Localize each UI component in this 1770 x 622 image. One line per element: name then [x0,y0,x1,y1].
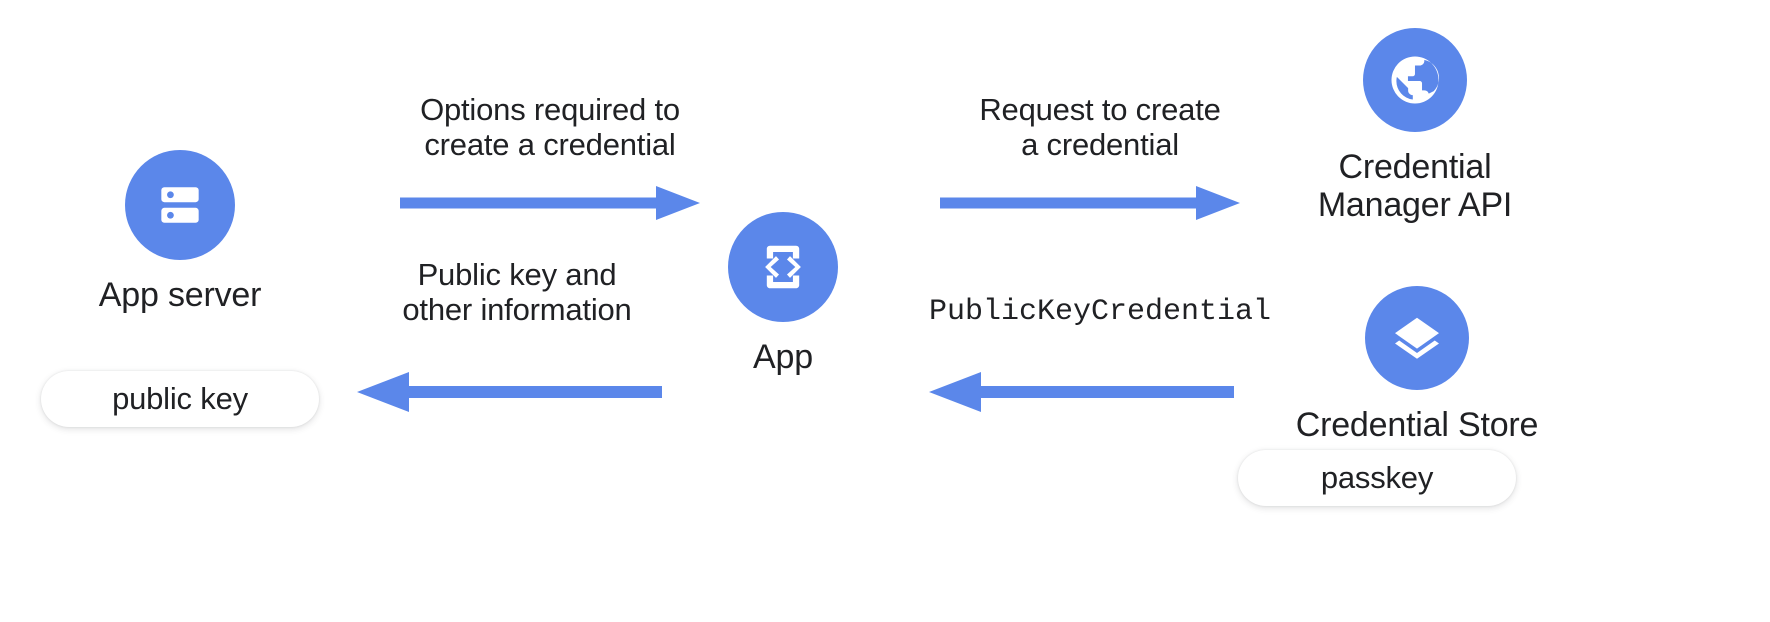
node-app-server: App server [60,150,300,314]
arrow-public-key-credential [929,370,1234,414]
node-label-app: App [753,338,813,376]
app-icon-circle [728,212,838,322]
layers-icon [1388,309,1446,367]
pill-passkey: passkey [1238,450,1516,506]
node-app: App [690,212,876,376]
pill-public-key-text: public key [112,381,248,416]
pill-passkey-text: passkey [1320,460,1434,495]
globe-icon [1385,50,1445,110]
arrow-request-to-create [940,183,1240,223]
node-label-credential-store: Credential Store [1295,406,1539,444]
mobile-code-icon [754,238,812,296]
arrow-options-required [400,183,700,223]
arrow-label-public-key-and-other-information: Public key and other information [402,257,632,328]
node-label-app-server: App server [98,276,262,314]
node-label-credential-manager-api: Credential Manager API [1317,148,1513,225]
node-credential-store: Credential Store [1292,286,1542,444]
arrow-public-key-and-other-information [357,370,662,414]
credential-store-icon-circle [1365,286,1469,390]
arrow-label-options-required: Options required to create a credential [420,92,680,163]
node-credential-manager-api: Credential Manager API [1290,28,1540,224]
pill-public-key: public key [41,371,319,427]
app-server-icon-circle [125,150,235,260]
arrow-label-public-key-credential: PublicKeyCredential [928,295,1272,329]
credential-manager-icon-circle [1363,28,1467,132]
arrow-label-request-to-create: Request to create a credential [979,92,1221,163]
server-icon [152,177,208,233]
